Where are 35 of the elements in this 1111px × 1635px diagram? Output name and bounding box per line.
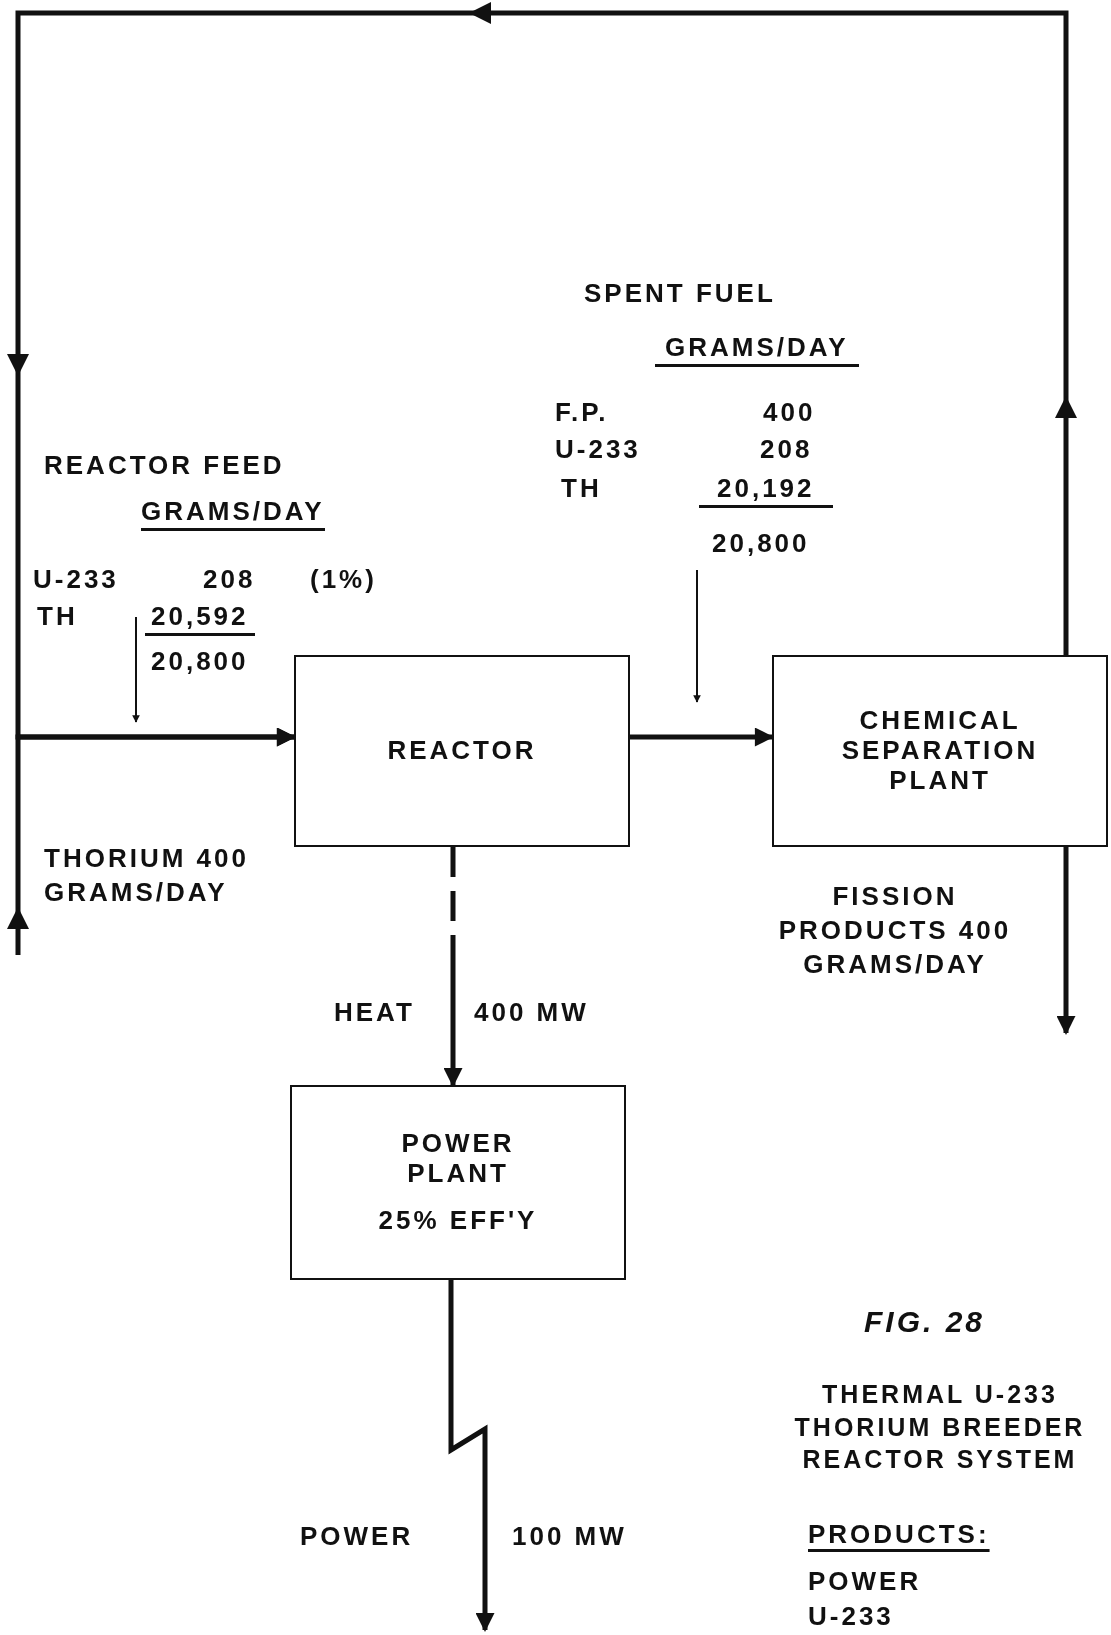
value-note: (1%) xyxy=(310,565,377,596)
unit-heading: GRAMS/DAY xyxy=(655,333,859,367)
box-text: 25% EFF'Y xyxy=(378,1206,538,1237)
row-label: F.P. xyxy=(555,398,609,429)
row-label: TH xyxy=(561,474,602,505)
table-heading: REACTOR FEED xyxy=(44,451,285,482)
process-box xyxy=(290,1085,626,1280)
box-text: POWER PLANT xyxy=(400,1128,516,1189)
row-label: U-233 xyxy=(555,435,641,466)
table-heading: SPENT FUEL xyxy=(584,279,776,310)
total-value: 20,800 xyxy=(151,647,249,678)
value: 208 xyxy=(760,435,813,466)
box-text: CHEMICAL SEPARATION PLANT xyxy=(840,706,1040,796)
edge-note: 400 MW xyxy=(474,996,590,1029)
value: 20,192 xyxy=(699,474,833,508)
value: 208 xyxy=(203,565,256,596)
total-value: 20,800 xyxy=(712,529,810,560)
list-item: U-233 xyxy=(808,1600,895,1633)
figure-number: FIG. 28 xyxy=(864,1304,987,1340)
row-label: U-233 xyxy=(33,565,119,596)
edge-note: 100 MW xyxy=(512,1520,628,1553)
row-label: TH xyxy=(37,602,78,633)
value: 400 xyxy=(763,398,816,429)
process-box xyxy=(294,655,630,847)
edge-note: HEAT xyxy=(334,996,416,1029)
value: 20,592 xyxy=(145,602,255,636)
input-label: THORIUM 400 GRAMS/DAY xyxy=(44,842,250,909)
unit-heading: GRAMS/DAY xyxy=(141,497,325,531)
process-box xyxy=(772,655,1108,847)
figure-title: THERMAL U-233 THORIUM BREEDER REACTOR SYSTEM xyxy=(793,1379,1087,1475)
edge-note: POWER xyxy=(300,1520,415,1553)
list-item: POWER xyxy=(808,1565,923,1598)
list-heading: PRODUCTS: xyxy=(808,1518,991,1551)
output-label: FISSION PRODUCTS 400 GRAMS/DAY xyxy=(777,880,1013,981)
box-text: REACTOR xyxy=(387,736,537,766)
